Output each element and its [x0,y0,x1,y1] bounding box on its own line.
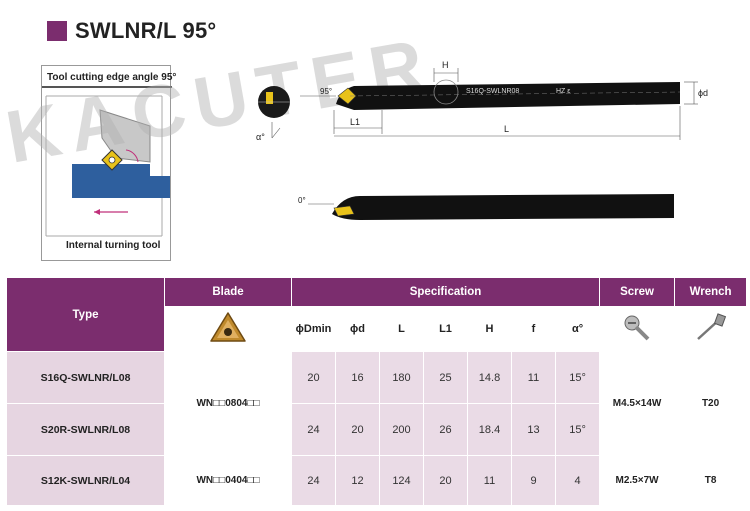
page-title: SWLNR/L 95° [75,18,217,43]
cell-l1: 26 [423,403,468,456]
col-f: f [511,306,556,352]
cell-h: 18.4 [467,403,512,456]
cell-d: 20 [335,403,380,456]
row-type: S12K-SWLNR/L04 [6,455,165,506]
col-l: L [379,306,424,352]
alpha-label: α° [256,132,265,142]
cell-dmin: 24 [291,403,336,456]
wrench-model-b: T8 [674,455,748,506]
col-type: Type [6,277,165,352]
col-l1: L1 [423,306,468,352]
screw-image [599,306,676,352]
wrench-image [674,306,748,352]
col-h: H [467,306,512,352]
cell-f: 11 [511,351,556,404]
table-row: S12K-SWLNR/L04 WN□□0404□□ 24 12 124 20 1… [6,455,748,506]
screw-model-b: M2.5×7W [599,455,676,506]
d-label: ϕd [698,88,708,98]
h-label: H [442,60,449,70]
bar-model-text: S16Q-SWLNR08 [466,88,519,95]
blade-model-b: WN□□0404□□ [164,455,292,506]
specification-table: Type Blade Specification Screw Wrench ϕD… [6,277,748,506]
trigon-insert-icon [210,311,246,342]
cell-l1: 20 [423,455,468,506]
blade-insert-image [164,306,292,352]
angle-95-label: 95° [320,87,332,96]
col-d: ϕd [335,306,380,352]
screw-icon [624,315,650,340]
cell-f: 9 [511,455,556,506]
tool-technical-drawing: α° S16Q-SWLNR08 HZ ε H 95° L1 L ϕd 0° [256,60,708,220]
bar-hz-text: HZ ε [556,88,570,95]
l1-label: L1 [350,117,360,127]
col-dmin: ϕDmin [291,306,336,352]
turning-diagram [42,86,172,237]
cell-d: 16 [335,351,380,404]
cell-l: 200 [379,403,424,456]
title-square-marker [47,21,67,41]
screw-model-a: M4.5×14W [599,351,676,456]
cell-alpha: 15° [554,351,601,404]
cutting-angle-caption: Tool cutting edge angle 95° [47,72,177,83]
cell-h: 14.8 [467,351,512,404]
cell-l: 124 [379,455,424,506]
col-wrench: Wrench [674,277,748,307]
wrench-model-a: T20 [674,351,748,456]
cell-l1: 25 [423,351,468,404]
col-screw: Screw [599,277,676,307]
cell-alpha: 15° [554,403,601,456]
tool-holder-shape [99,109,151,163]
table-row: S16Q-SWLNR/L08 WN□□0804□□ 20 16 180 25 1… [6,351,748,456]
cell-l: 180 [379,351,424,404]
col-specification: Specification [290,277,601,307]
internal-turning-caption: Internal turning tool [66,240,161,251]
cell-dmin: 24 [291,455,336,506]
cell-alpha: 4 [554,455,601,506]
col-alpha: α° [554,306,601,352]
l-label: L [504,124,509,134]
top-view-bar [332,194,674,220]
zero-angle-label: 0° [298,196,306,205]
workpiece-shape [72,164,170,198]
side-view-bar [336,82,680,110]
page-header: SWLNR/L 95° [47,14,216,48]
cutting-angle-illustration: Tool cutting edge angle 95° Internal tur… [41,65,176,261]
table-row: S20R-SWLNR/L08 24 20 200 26 18.4 13 15° [6,403,747,456]
row-type: S20R-SWLNR/L08 [6,403,165,456]
col-blade: Blade [164,277,292,307]
wrench-icon [696,312,726,340]
row-type: S16Q-SWLNR/L08 [6,351,165,404]
cell-d: 12 [335,455,380,506]
blade-model-a: WN□□0804□□ [164,351,292,456]
cell-h: 11 [467,455,512,506]
cell-dmin: 20 [291,351,336,404]
cell-f: 13 [511,403,556,456]
